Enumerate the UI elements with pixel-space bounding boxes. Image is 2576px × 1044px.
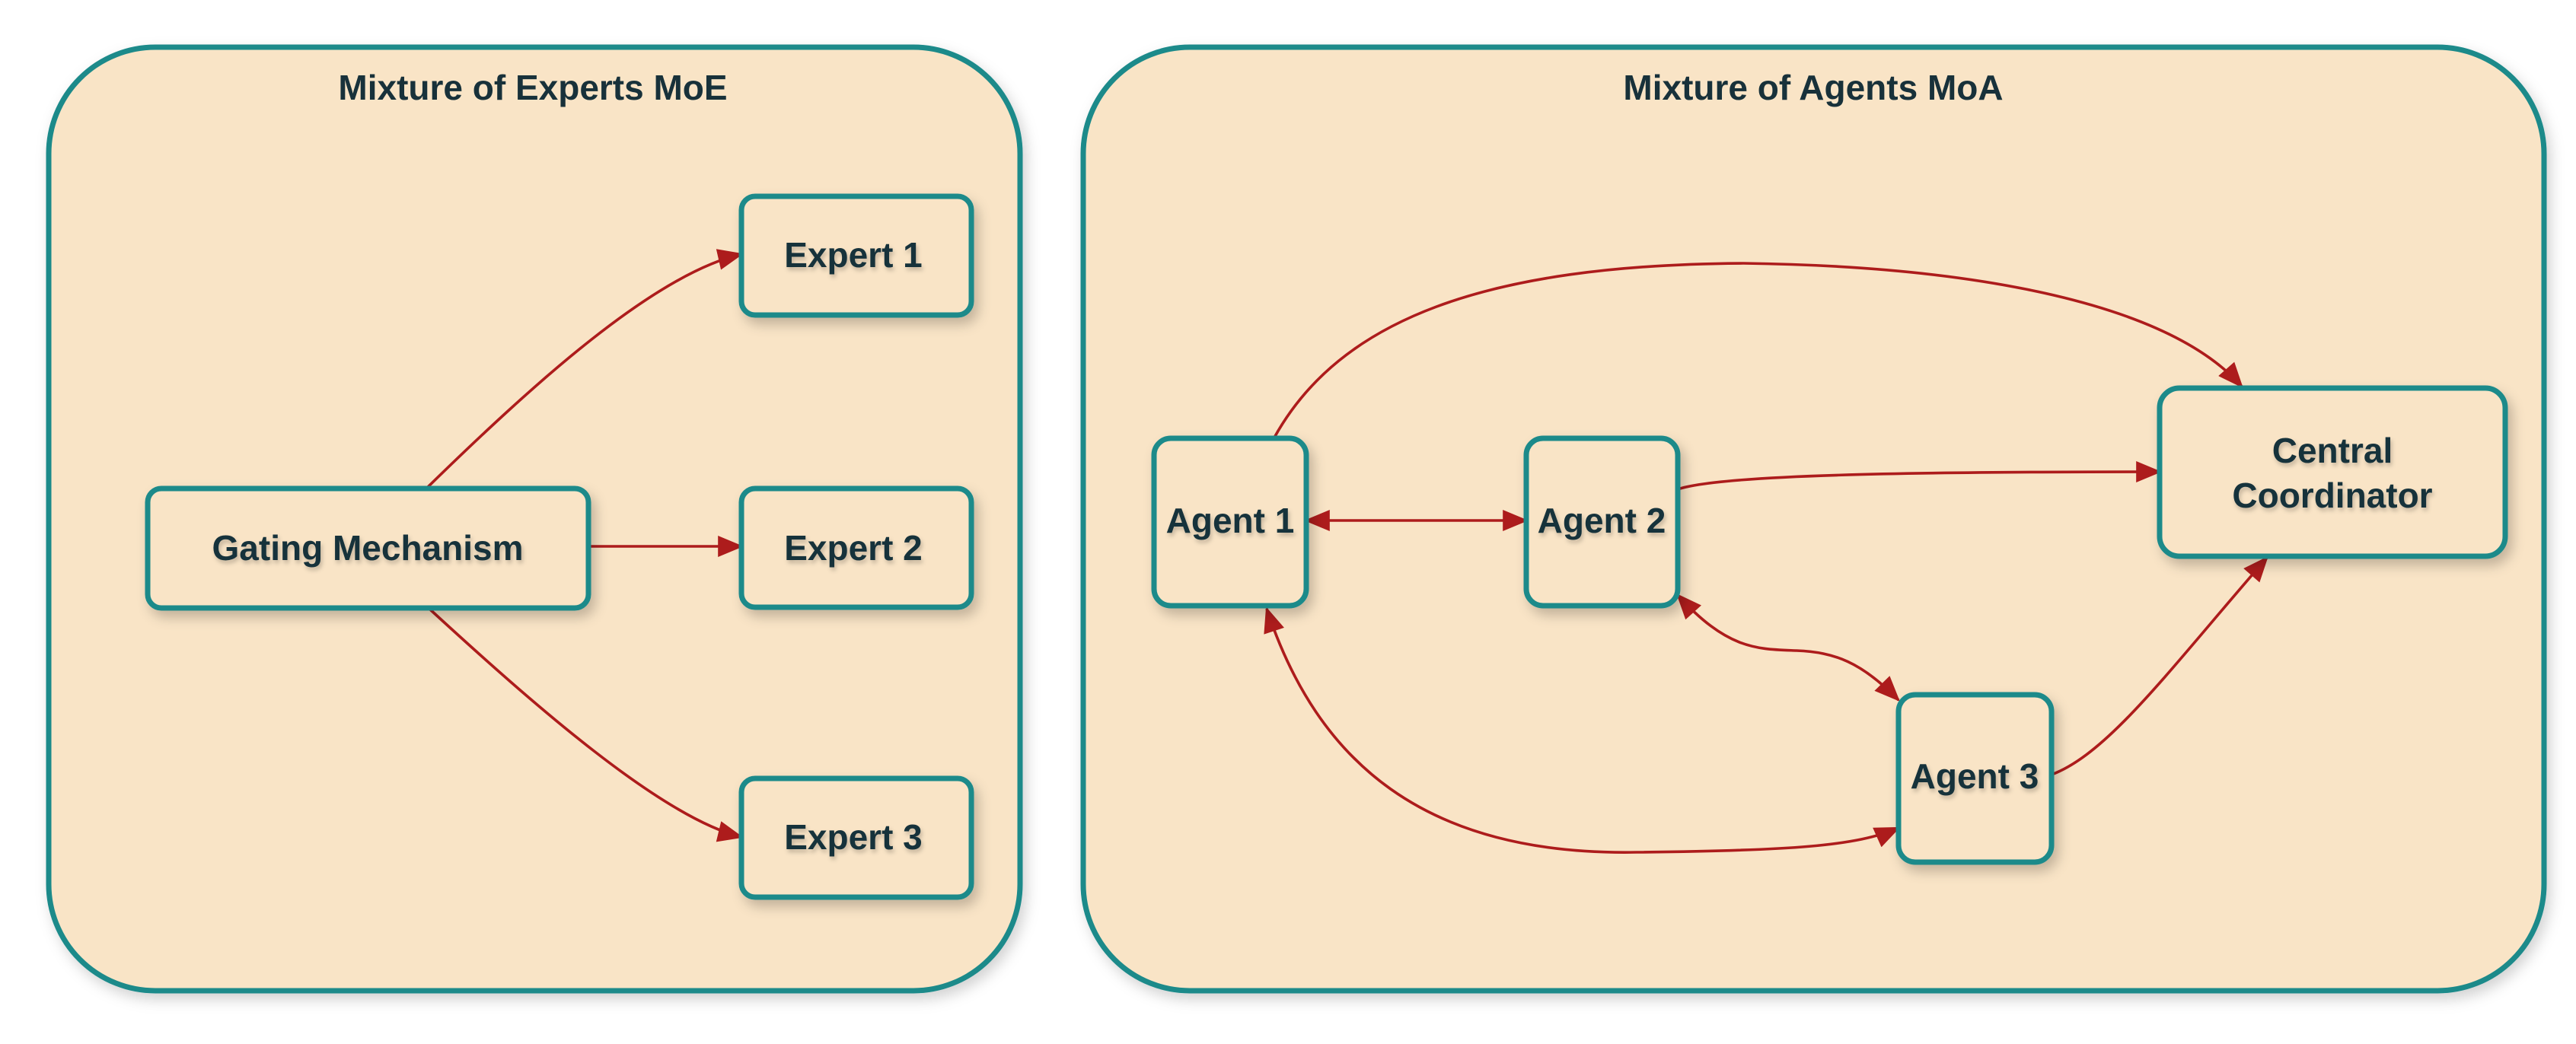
agent-2-label: Agent 2 <box>1538 501 1666 540</box>
edge-agent3-agent1 <box>1264 606 1901 854</box>
agent-3-node: Agent 3 <box>1895 692 2055 865</box>
expert-1-label: Expert 1 <box>784 235 923 275</box>
edge-agent2-to-coordinator <box>1677 461 2162 491</box>
expert-2-node: Expert 2 <box>738 485 974 610</box>
central-coordinator-node: Central Coordinator <box>2157 385 2508 559</box>
expert-1-box <box>738 193 974 318</box>
moe-title: Mixture of Experts MoE <box>338 68 727 107</box>
agent-1-node: Agent 1 <box>1151 435 1309 609</box>
edge-gating-to-expert1 <box>425 249 744 490</box>
gating-mechanism-box <box>145 485 591 611</box>
central-coordinator-box <box>2157 385 2508 559</box>
edge-gating-to-expert3 <box>428 607 744 842</box>
agent-3-label: Agent 3 <box>1911 756 2039 796</box>
agent-3-box <box>1895 692 2055 865</box>
central-coordinator-label-line1: Central <box>2272 431 2393 470</box>
gating-mechanism-label: Gating Mechanism <box>212 528 524 568</box>
expert-3-label: Expert 3 <box>784 817 923 857</box>
agent-1-label: Agent 1 <box>1166 501 1295 540</box>
expert-1-node: Expert 1 <box>738 193 974 318</box>
moa-panel: Mixture of Agents MoA Agent 1 Agent 2 Ag… <box>1080 44 2547 994</box>
edge-agent3-to-coordinator <box>2051 555 2268 776</box>
agent-1-box <box>1151 435 1309 609</box>
agent-2-box <box>1523 435 1681 609</box>
central-coordinator-label-line2: Coordinator <box>2232 476 2432 515</box>
moa-title: Mixture of Agents MoA <box>1623 68 2003 107</box>
expert-3-node: Expert 3 <box>738 775 974 900</box>
expert-2-label: Expert 2 <box>784 528 923 568</box>
edge-agent1-to-coordinator <box>1273 262 2243 438</box>
expert-3-box <box>738 775 974 900</box>
gating-mechanism-node: Gating Mechanism <box>145 485 591 611</box>
moe-panel: Mixture of Experts MoE Gating Mechanism … <box>46 44 1023 994</box>
expert-2-box <box>738 485 974 610</box>
agent-2-node: Agent 2 <box>1523 435 1681 609</box>
